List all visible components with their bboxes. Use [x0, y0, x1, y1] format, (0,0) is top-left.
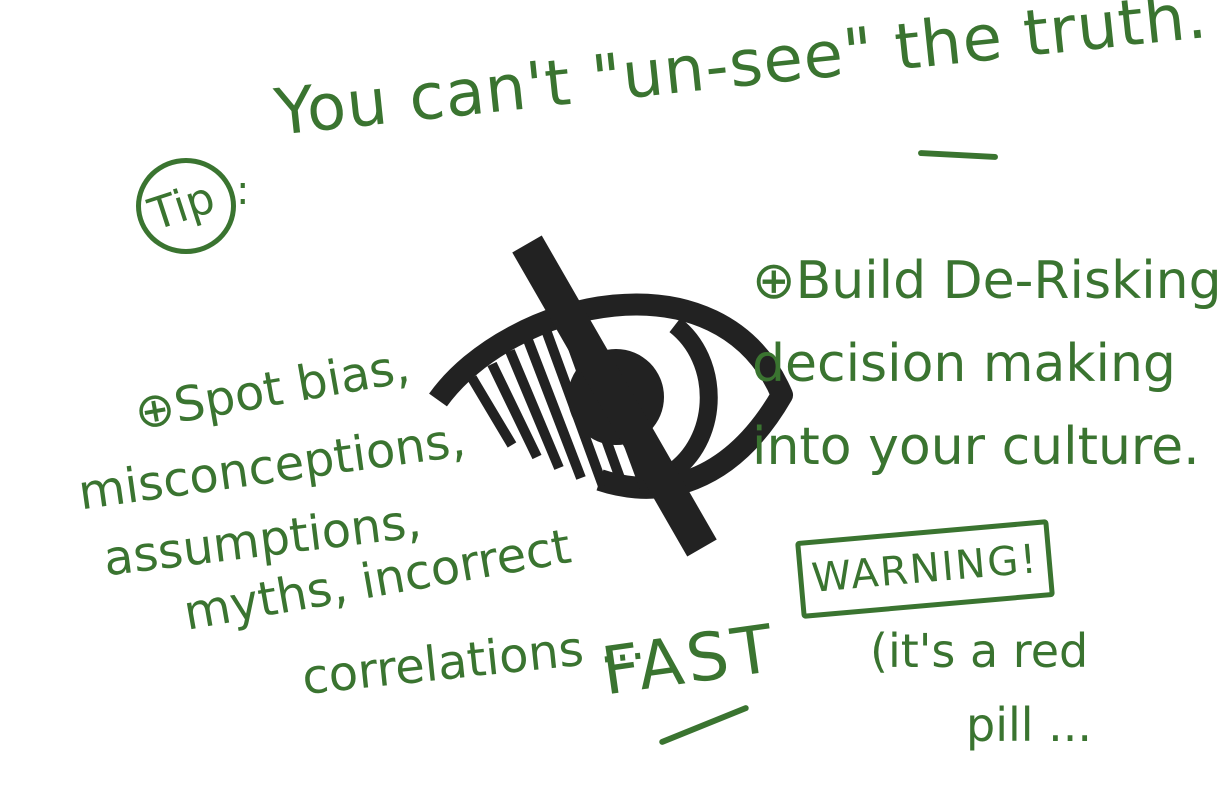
truth-underline — [917, 149, 999, 161]
tip-badge-label: Tip — [142, 172, 221, 241]
build-note-line-1: ⊕Build De-Risking — [752, 251, 1222, 311]
build-note-line-3: into your culture. — [752, 417, 1200, 478]
spot-bias-note: ⊕Spot bias, misconceptions, assumptions,… — [74, 338, 647, 738]
tip-colon: : — [236, 168, 250, 214]
fast-underline — [658, 704, 750, 746]
pill-note-line-2: pill ... — [966, 697, 1093, 752]
red-pill-note: (it's a red pill ... — [870, 615, 1092, 762]
low-vision-eye-icon — [429, 235, 793, 557]
tip-text-line: You can't "un-see" the truth. — [271, 0, 1211, 151]
pill-note-line-1: (it's a red — [870, 624, 1089, 678]
build-note-line-2: decision making — [752, 334, 1176, 395]
tip-badge: Tip — [136, 158, 236, 254]
fast-label: FAST — [597, 609, 782, 711]
warning-label: WARNING! — [809, 536, 1041, 602]
warning-box: WARNING! — [795, 519, 1055, 619]
build-de-risking-note: ⊕Build De-Risking decision making into y… — [752, 240, 1222, 490]
tip-text: You can't "un-see" the truth. — [271, 0, 1210, 151]
